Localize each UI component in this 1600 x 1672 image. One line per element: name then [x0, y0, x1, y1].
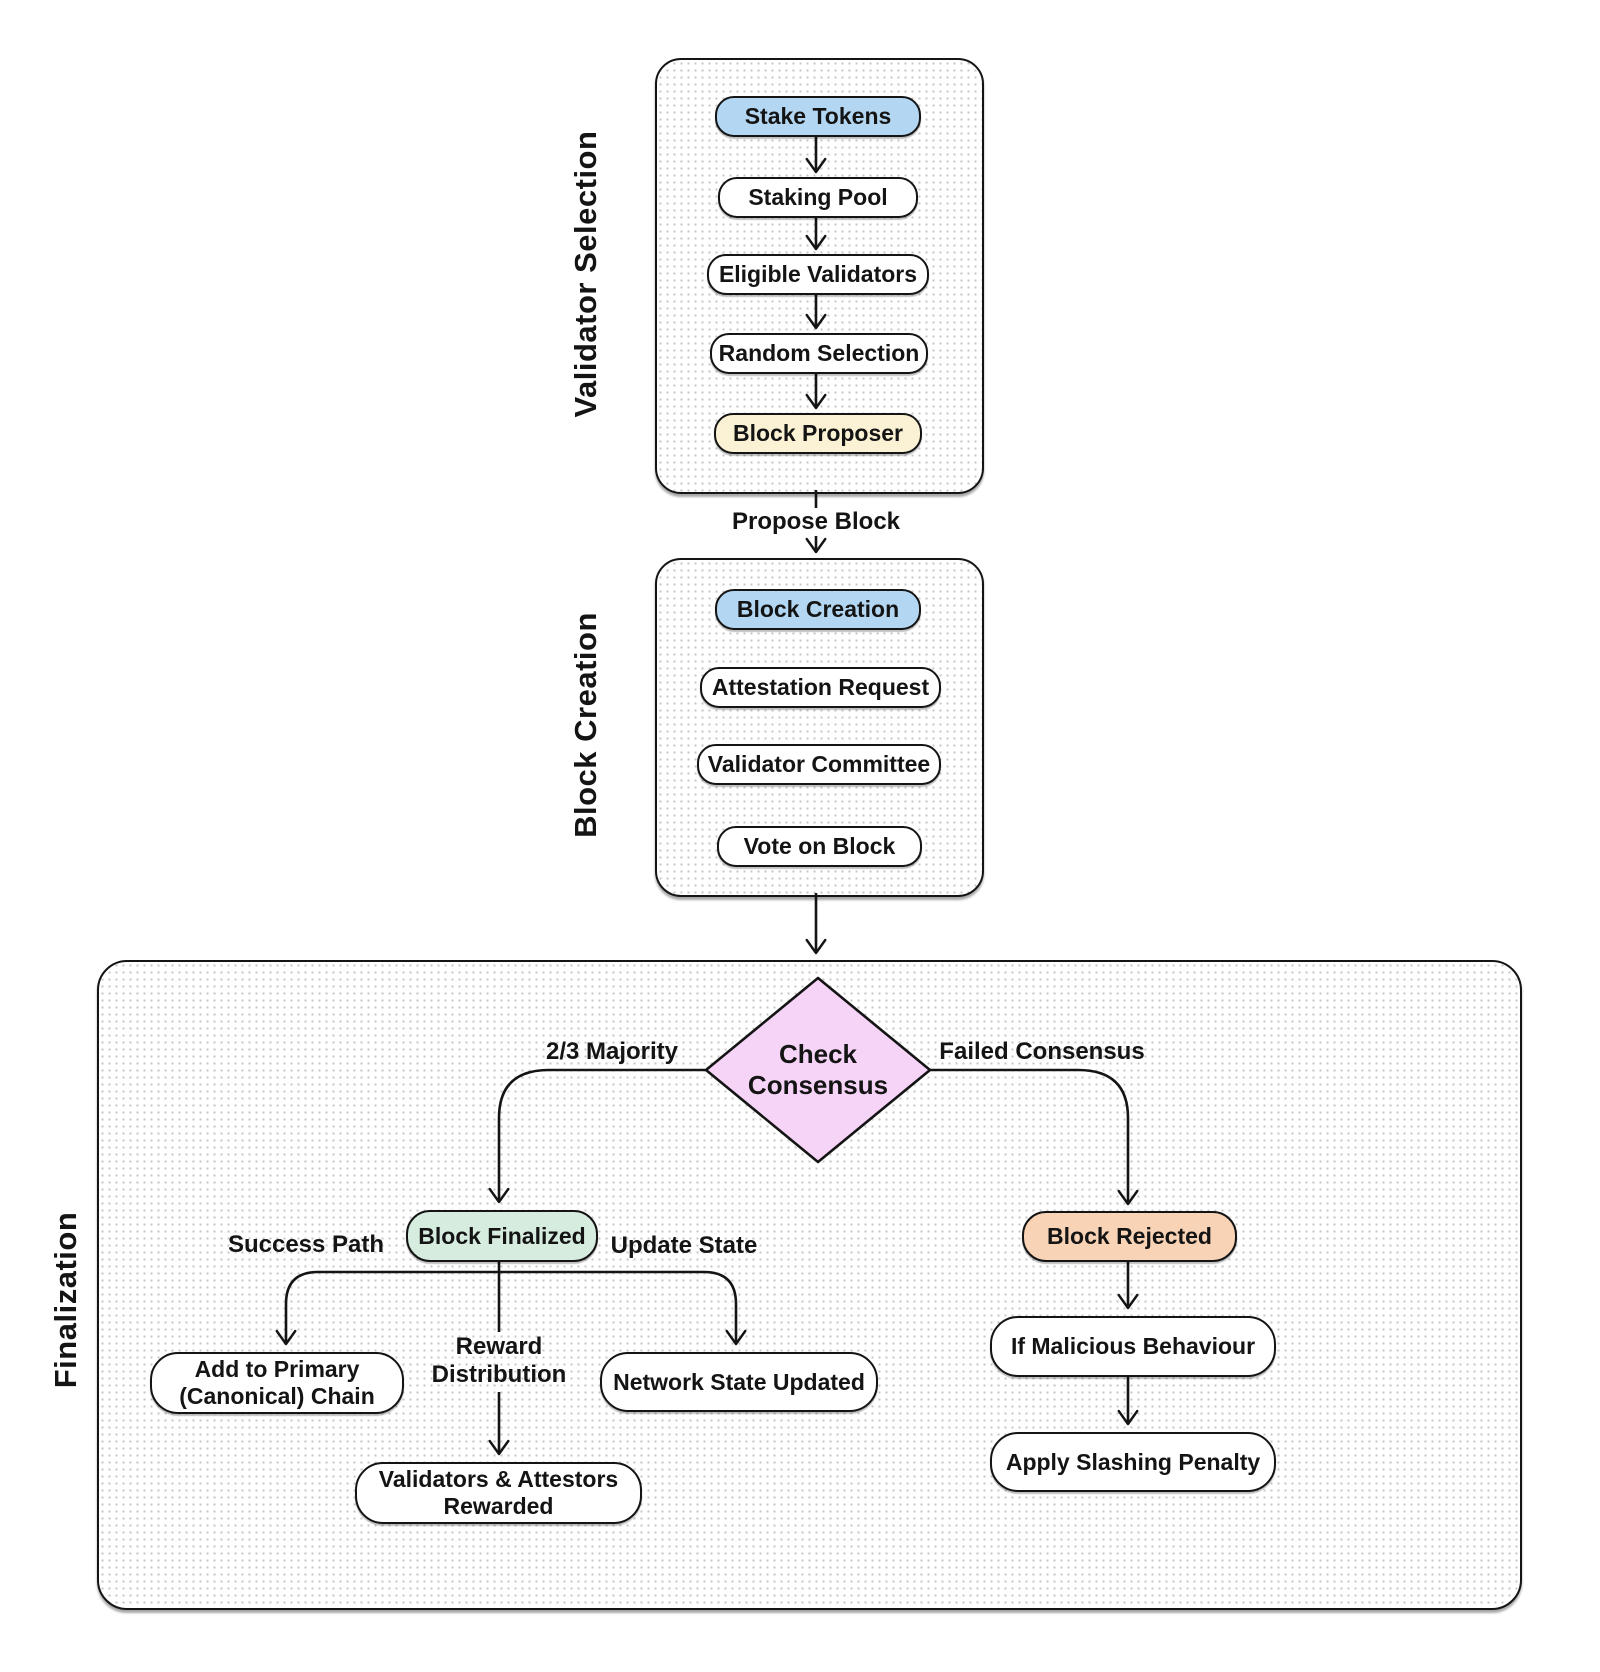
node-add-to-canonical-chain: Add to Primary (Canonical) Chain	[150, 1352, 404, 1414]
node-attestation-request: Attestation Request	[700, 667, 941, 708]
section-label-block-creation: Block Creation	[568, 612, 603, 838]
node-random-selection: Random Selection	[710, 333, 928, 374]
node-validators-rewarded: Validators & Attestors Rewarded	[355, 1462, 642, 1524]
node-staking-pool: Staking Pool	[718, 177, 918, 218]
node-label-line-2: Rewarded	[443, 1493, 554, 1519]
node-label: Network State Updated	[613, 1368, 865, 1395]
node-label: Random Selection	[718, 340, 920, 366]
node-label: Eligible Validators	[718, 261, 918, 287]
node-block-finalized: Block Finalized	[406, 1210, 598, 1262]
edge-label-propose-block: Propose Block	[725, 508, 907, 536]
reward-label-line-2: Distribution	[431, 1361, 567, 1388]
edge-label-majority: 2/3 Majority	[545, 1038, 679, 1065]
node-label: Block Finalized	[418, 1222, 586, 1249]
node-validator-committee: Validator Committee	[697, 744, 941, 785]
node-network-state-updated: Network State Updated	[600, 1352, 878, 1412]
edge-label-success-path: Success Path	[227, 1231, 385, 1258]
node-label: Block Proposer	[733, 420, 903, 446]
edge-label-failed-consensus: Failed Consensus	[939, 1038, 1145, 1065]
node-label: Attestation Request	[711, 674, 930, 700]
node-label: Validator Committee	[707, 751, 931, 777]
edge-label-update-state: Update State	[610, 1232, 758, 1259]
node-vote-on-block: Vote on Block	[717, 826, 922, 867]
diamond-line-1: Check	[778, 1039, 858, 1069]
node-label: If Malicious Behaviour	[1010, 1333, 1256, 1359]
node-label-line-1: Add to Primary	[194, 1356, 360, 1382]
node-apply-slashing-penalty: Apply Slashing Penalty	[990, 1432, 1276, 1492]
section-label-validator-selection: Validator Selection	[568, 130, 603, 418]
reward-label-line-1: Reward	[455, 1333, 543, 1360]
node-label: Vote on Block	[743, 833, 896, 859]
node-block-proposer: Block Proposer	[714, 413, 922, 454]
node-label: Stake Tokens	[744, 103, 892, 129]
edge-label-reward-distribution: Reward Distribution	[432, 1333, 567, 1389]
node-stake-tokens: Stake Tokens	[715, 96, 921, 137]
node-label: Staking Pool	[748, 184, 888, 210]
node-label-line-1: Validators & Attestors	[378, 1466, 619, 1492]
diamond-line-2: Consensus	[747, 1070, 889, 1100]
node-block-creation: Block Creation	[715, 589, 921, 630]
node-eligible-validators: Eligible Validators	[707, 254, 929, 295]
node-label: Apply Slashing Penalty	[1005, 1448, 1261, 1475]
node-if-malicious-behaviour: If Malicious Behaviour	[990, 1316, 1276, 1377]
node-label: Block Creation	[736, 596, 900, 622]
node-label-line-2: (Canonical) Chain	[179, 1383, 375, 1409]
node-check-consensus-label: Check Consensus	[748, 1039, 888, 1101]
node-block-rejected: Block Rejected	[1022, 1211, 1237, 1262]
section-label-finalization: Finalization	[48, 1211, 83, 1389]
node-label: Block Rejected	[1047, 1223, 1212, 1249]
